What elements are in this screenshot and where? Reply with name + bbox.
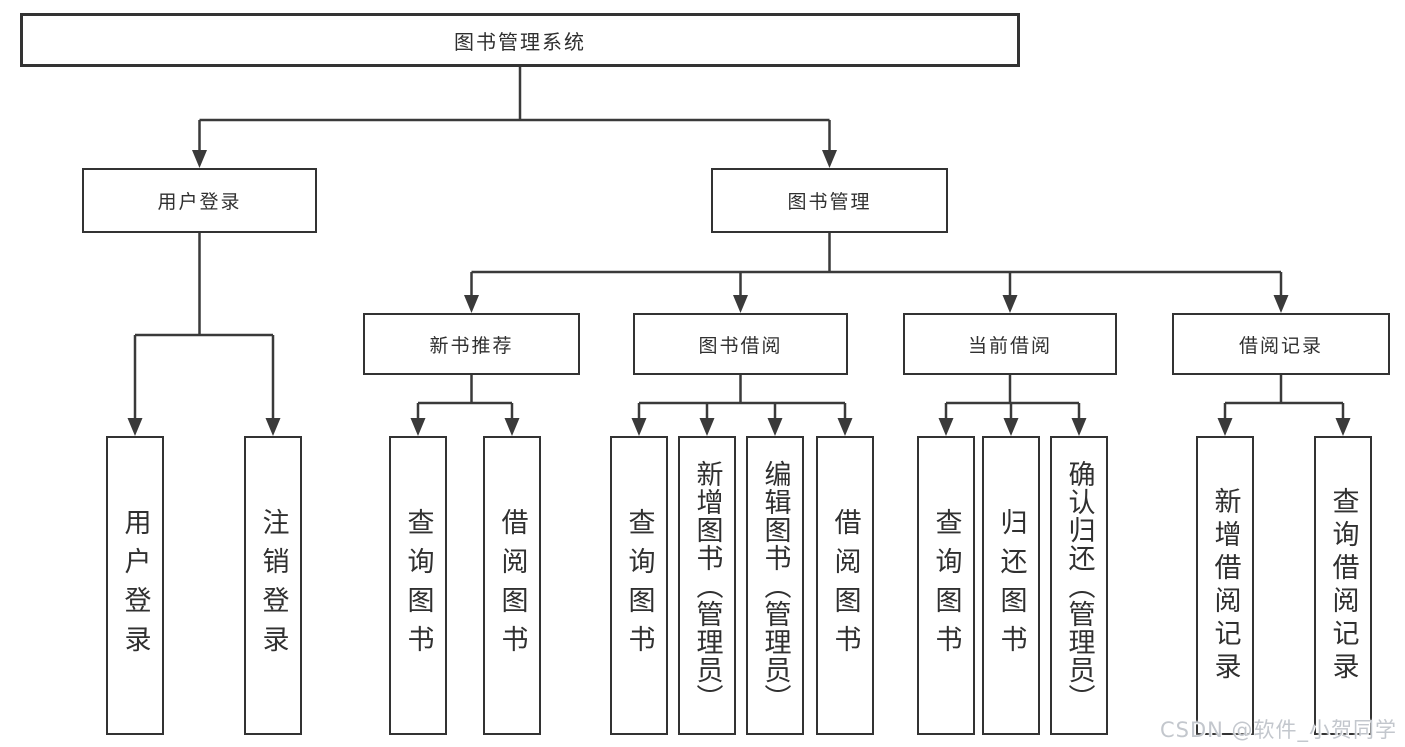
leaf-label: 查询借阅记录: [1327, 486, 1359, 685]
leaf-add-book-admin: 新增图书（管理员）: [678, 436, 736, 735]
leaf-recommend-borrow-book: 借阅图书: [483, 436, 541, 735]
leaf-borrow-query-book: 查询图书: [610, 436, 668, 735]
node-label: 新书推荐: [429, 334, 514, 357]
leaf-label: 用户登录: [119, 507, 151, 664]
node-label: 图书借阅: [698, 334, 783, 357]
node-user-login: 用户登录: [82, 168, 317, 233]
leaf-label: 查询图书: [623, 507, 655, 664]
leaf-current-query-book: 查询图书: [917, 436, 975, 735]
node-book-borrowing: 图书借阅: [633, 313, 848, 375]
leaf-confirm-return-admin: 确认归还（管理员）: [1050, 436, 1108, 735]
leaf-logout: 注销登录: [244, 436, 302, 735]
leaf-label: 查询图书: [930, 507, 962, 664]
node-label: 图书管理: [787, 191, 872, 213]
csdn-watermark: CSDN @软件_小贺同学: [1160, 718, 1398, 742]
node-borrowing-records: 借阅记录: [1172, 313, 1390, 375]
leaf-label: 编辑图书（管理员）: [759, 459, 791, 712]
leaf-user-login: 用户登录: [106, 436, 164, 735]
leaf-recommend-query-book: 查询图书: [389, 436, 447, 735]
leaf-label: 借阅图书: [496, 507, 528, 664]
leaf-add-borrow-record: 新增借阅记录: [1196, 436, 1254, 735]
leaf-borrow-borrow-book: 借阅图书: [816, 436, 874, 735]
node-current-borrowing: 当前借阅: [903, 313, 1117, 375]
node-label: 图书管理系统: [454, 29, 586, 54]
leaf-label: 查询图书: [402, 507, 434, 664]
leaf-label: 借阅图书: [829, 507, 861, 664]
node-book-management: 图书管理: [711, 168, 948, 233]
leaf-return-book: 归还图书: [982, 436, 1040, 735]
node-label: 借阅记录: [1238, 334, 1323, 357]
leaf-label: 新增借阅记录: [1209, 486, 1241, 685]
leaf-label: 注销登录: [257, 507, 289, 664]
leaf-label: 确认归还（管理员）: [1063, 459, 1095, 712]
leaf-query-borrow-record: 查询借阅记录: [1314, 436, 1372, 735]
node-system-root: 图书管理系统: [20, 13, 1020, 67]
node-label: 用户登录: [157, 191, 242, 213]
leaf-label: 新增图书（管理员）: [691, 459, 723, 712]
leaf-edit-book-admin: 编辑图书（管理员）: [746, 436, 804, 735]
leaf-label: 归还图书: [995, 507, 1027, 664]
node-new-book-recommendation: 新书推荐: [363, 313, 580, 375]
node-label: 当前借阅: [967, 334, 1052, 357]
